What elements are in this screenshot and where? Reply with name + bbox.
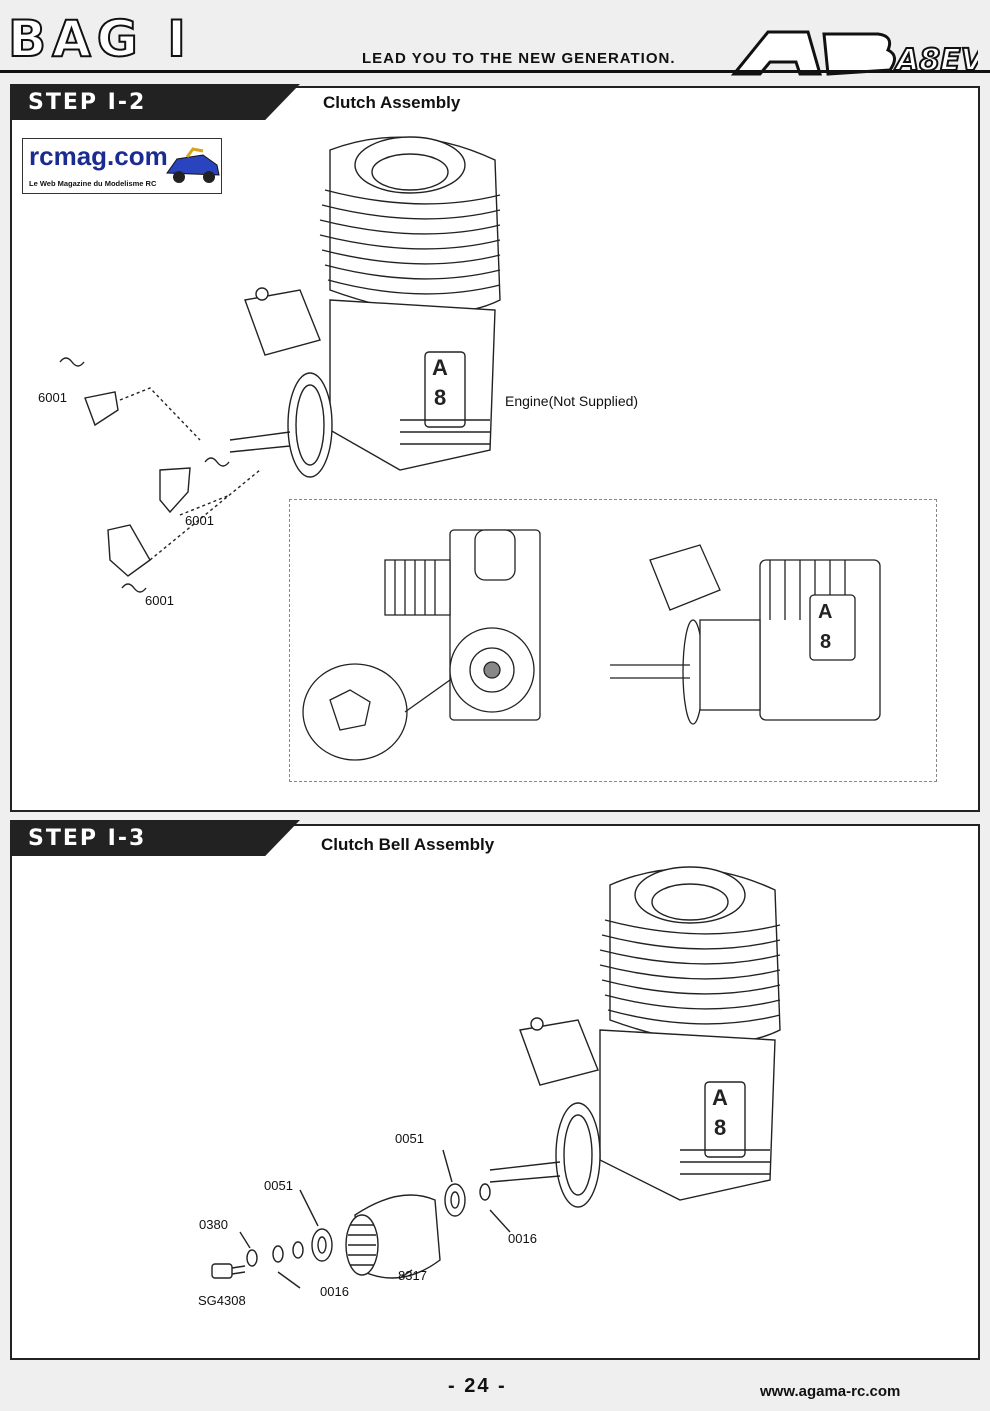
- footer-url[interactable]: www.agama-rc.com: [760, 1383, 901, 1400]
- callout-6001-mid: 6001: [185, 513, 214, 528]
- callout-8317: 8317: [398, 1268, 427, 1283]
- callout-0051-left: 0051: [264, 1178, 293, 1193]
- step-1-3-band: STEP I-3: [10, 820, 300, 856]
- callout-0380: 0380: [199, 1217, 228, 1232]
- step-1-2-band: STEP I-2: [10, 84, 300, 120]
- rc-car-icon: [166, 147, 220, 183]
- step-1-3-label: STEP I-3: [28, 826, 147, 851]
- callout-0016-bottom: 0016: [320, 1284, 349, 1299]
- callout-6001-bottom: 6001: [145, 593, 174, 608]
- engine-note: Engine(Not Supplied): [505, 393, 639, 409]
- step-1-2-label: STEP I-2: [28, 90, 147, 115]
- rcmag-watermark: rcmag.com Le Web Magazine du Modelisme R…: [22, 138, 222, 194]
- bag-label: BAG I: [7, 10, 192, 68]
- step-1-2-title: Clutch Assembly: [323, 93, 461, 112]
- step-1-3-panel: [10, 824, 980, 1360]
- header-rule: [0, 70, 990, 73]
- step-1-3-title: Clutch Bell Assembly: [321, 835, 495, 854]
- callout-0051-top: 0051: [395, 1131, 424, 1146]
- callout-6001-top: 6001: [38, 390, 67, 405]
- rcmag-subtitle: Le Web Magazine du Modelisme RC: [29, 179, 157, 188]
- callout-0016-right: 0016: [508, 1231, 537, 1246]
- header-tagline: LEAD YOU TO THE NEW GENERATION.: [362, 50, 676, 67]
- rcmag-title: rcmag.com: [29, 141, 168, 171]
- callout-sg4308: SG4308: [198, 1293, 246, 1308]
- detail-view-box: [289, 499, 937, 782]
- page-number: - 24 -: [448, 1375, 507, 1397]
